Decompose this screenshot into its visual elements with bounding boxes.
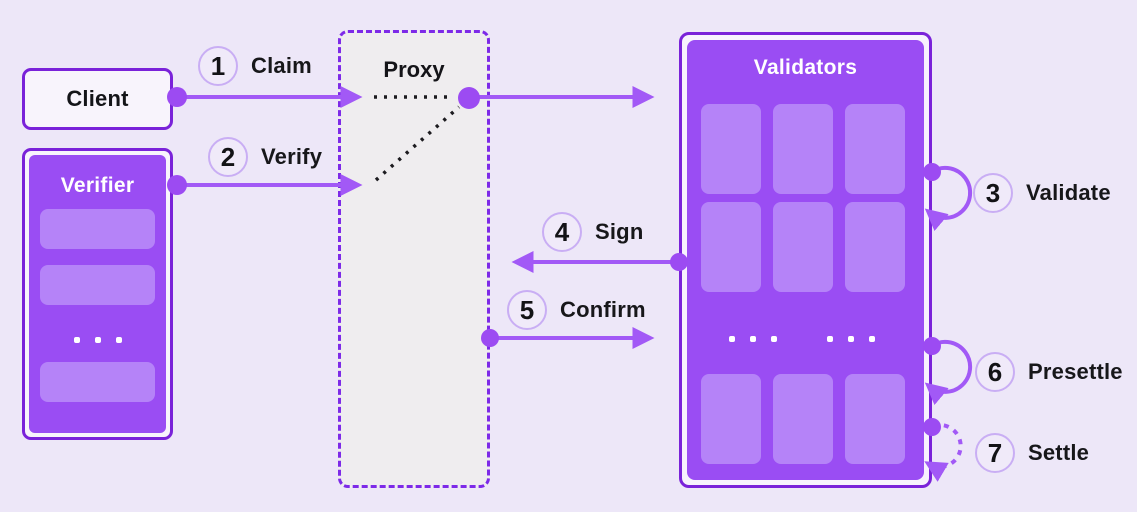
verifier-box: Verifier <box>22 148 173 440</box>
verifier-slot <box>40 209 155 249</box>
validator-tile <box>773 374 833 464</box>
validator-tile <box>845 202 905 292</box>
step-label: Presettle <box>1028 359 1123 384</box>
verifier-slot <box>40 265 155 305</box>
validator-tile <box>845 104 905 194</box>
step-number-badge: 1 <box>198 46 238 86</box>
ellipsis-dots <box>827 336 875 342</box>
validate-loop-arrow <box>924 165 973 232</box>
step-label: Sign <box>595 219 644 244</box>
dot <box>771 336 777 342</box>
step-5-confirm: 5 Confirm <box>507 290 646 330</box>
step-number-badge: 4 <box>542 212 582 252</box>
step-label: Validate <box>1026 180 1111 205</box>
step-label: Verify <box>261 144 323 169</box>
validator-tile <box>701 202 761 292</box>
dot <box>729 336 735 342</box>
validator-tile <box>701 104 761 194</box>
dot <box>827 336 833 342</box>
dot <box>74 337 80 343</box>
validator-tile <box>845 374 905 464</box>
step-label: Settle <box>1028 440 1090 465</box>
ellipsis-dots <box>729 336 777 342</box>
proxy-box: Proxy <box>338 30 490 488</box>
validators-title: Validators <box>753 56 858 79</box>
settle-loop-arrow <box>924 422 963 482</box>
step-number-badge: 5 <box>507 290 547 330</box>
step-label: Claim <box>251 53 312 78</box>
step-label: Confirm <box>560 297 646 322</box>
step-3-validate: 3 Validate <box>973 173 1111 213</box>
verifier-title: Verifier <box>60 174 135 197</box>
validator-tile <box>773 104 833 194</box>
dot <box>95 337 101 343</box>
dot <box>869 336 875 342</box>
dot <box>848 336 854 342</box>
proxy-title: Proxy <box>383 57 445 82</box>
ellipsis-dots <box>74 337 122 343</box>
validator-tile <box>773 202 833 292</box>
step-6-presettle: 6 Presettle <box>975 352 1123 392</box>
step-2-verify: 2 Verify <box>208 137 322 177</box>
dot <box>750 336 756 342</box>
step-7-settle: 7 Settle <box>975 433 1089 473</box>
validators-panel: Validators <box>687 40 924 480</box>
verifier-panel: Verifier <box>29 155 166 433</box>
presettle-loop-arrow <box>924 339 973 406</box>
dot <box>116 337 122 343</box>
step-number-badge: 2 <box>208 137 248 177</box>
client-title: Client <box>66 86 129 111</box>
step-number-badge: 6 <box>975 352 1015 392</box>
validators-box: Validators <box>679 32 932 488</box>
client-box: Client <box>22 68 173 130</box>
verifier-slot <box>40 362 155 402</box>
step-4-sign: 4 Sign <box>542 212 643 252</box>
step-number-badge: 3 <box>973 173 1013 213</box>
step-1-claim: 1 Claim <box>198 46 312 86</box>
validator-tile <box>701 374 761 464</box>
step-number-badge: 7 <box>975 433 1015 473</box>
